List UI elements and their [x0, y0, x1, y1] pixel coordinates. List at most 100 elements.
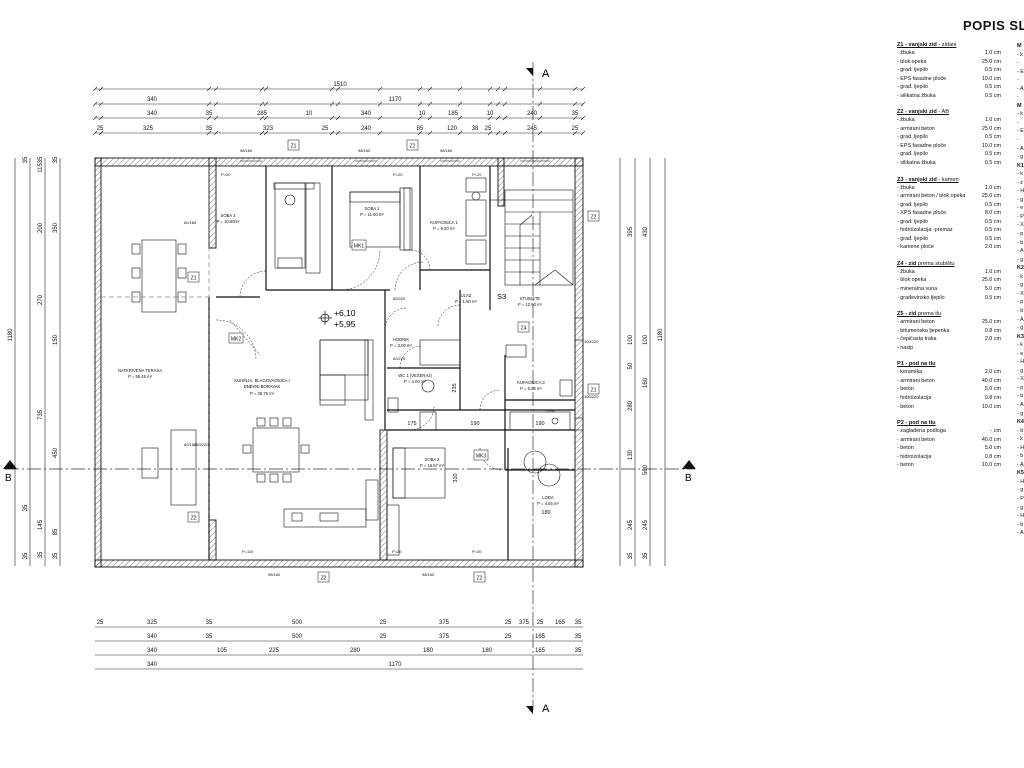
dim-text: 25 [97, 126, 104, 132]
left-dimension-text: 1180 115 200 270 735 145 35 350 150 450 … [8, 156, 59, 559]
legend-block-heading: P2 - pod na tlu [897, 420, 1001, 426]
material-thickness: 40.0 cm [981, 377, 1001, 384]
legend-block-heading: Z5 - zid prema tlu [897, 311, 1001, 317]
legend-stub: K1 [1017, 162, 1024, 169]
dim-text: 245 [643, 519, 649, 530]
legend-stub: - [1017, 119, 1019, 126]
door-tag: P=20 [221, 172, 231, 177]
room-area: P = 12.50 m² [518, 302, 543, 307]
material-thickness: 0.5 cm [984, 294, 1001, 301]
material-thickness: 5.0 cm [984, 286, 1001, 293]
legend-stub: - [1017, 60, 1019, 67]
dim-text: 350 [53, 222, 59, 233]
dim-text: 190 [535, 421, 544, 427]
tag: MK3 [476, 454, 487, 460]
material-thickness: 0.5 cm [984, 201, 1001, 208]
legend-block-p2: P2 - pod na tlu - zaglađena podloga- cm-… [897, 420, 1001, 470]
dim-text: 325 [143, 126, 154, 132]
material-name: - EPS fasadne ploče [897, 75, 947, 82]
material-thickness: 1.0 cm [984, 117, 1001, 124]
material-thickness: 0.5 cm [984, 92, 1001, 99]
material-thickness: 0.5 cm [984, 218, 1001, 225]
dim-text: 35 [572, 111, 579, 117]
legend-stub: - E [1017, 68, 1024, 75]
legend-stub: - X [1017, 222, 1024, 229]
dim-text: 340 [361, 111, 372, 117]
material-thickness: 25.0 cm [981, 58, 1001, 65]
window-tag: 100/220 [584, 339, 599, 344]
material-name: - armirani beton [897, 377, 935, 384]
material-thickness: 0.5 cm [984, 151, 1001, 158]
dim-text: 35 [38, 551, 44, 558]
material-name: - čepičasta traka [897, 336, 937, 343]
door-tag: P=20 [392, 549, 402, 554]
material-thickness: 10.0 cm [981, 403, 1001, 410]
window-tag: 98/160 [358, 148, 371, 153]
material-name: - građ. ljepilo [897, 201, 928, 208]
material-name: - žbuka [897, 50, 915, 56]
dim-text: 25 [97, 620, 104, 626]
windows [240, 157, 583, 561]
material-thickness: 0.5 cm [984, 160, 1001, 167]
material-name: - armirani beton [897, 436, 935, 443]
top-dimension-text: 1510 340 1170 340 35 285 10 340 10 185 1… [97, 82, 579, 132]
material-name: - beton [897, 403, 914, 410]
top-dimension-lines [92, 86, 586, 136]
window-tag: 100/220 [584, 394, 599, 399]
legend-stub: - b [1017, 393, 1024, 400]
dim-text: 35 [575, 634, 582, 640]
dim-text: 235 [452, 383, 458, 392]
legend-stub: - g [1017, 367, 1024, 374]
legend-code: P2 [897, 420, 904, 427]
room-name: KUHINJA, BLAGOVAONICA I [234, 378, 289, 383]
dim-text: 35 [206, 634, 213, 640]
kuhinja-name-line2: DNEVNI BORAVAK [244, 384, 281, 389]
material-name: - armirani beton [897, 319, 935, 326]
dim-text: 340 [147, 97, 158, 103]
legend-stub: - e [1017, 205, 1024, 212]
material-name: - građ. ljepilo [897, 134, 928, 141]
room-area: P = 3.00 m² [390, 343, 412, 348]
legend-stub: - k [1017, 342, 1023, 349]
legend-block-heading: Z3 - vanjski zid - kamen [897, 177, 1001, 183]
material-thickness: 5.0 cm [984, 445, 1001, 452]
dim-text: 100 [628, 334, 634, 345]
material-name: - zaglađena podloga [897, 428, 946, 435]
legend-separator: - [903, 311, 909, 318]
room-name: LOĐA [542, 495, 554, 500]
material-name: - armirani beton [897, 125, 935, 132]
legend-stub: - P [1017, 213, 1024, 220]
legend-stub: - A [1017, 461, 1024, 468]
legend-separator: - [903, 361, 909, 368]
legend-stub: - X [1017, 376, 1024, 383]
door-swings [215, 249, 503, 471]
dim-text: 240 [361, 126, 372, 132]
material-name: - bitumenska ljepenka [897, 327, 950, 334]
opening-tags: P=20 P=20 P=20 P=110 P=20 P=20 98/160 98… [184, 148, 599, 577]
dim-text: 35 [628, 552, 634, 559]
bottom-dimension-lines [95, 626, 583, 670]
dim-text: 25 [572, 126, 579, 132]
material-thickness: 2.0 cm [984, 336, 1001, 343]
dim-text: 38 [472, 126, 479, 132]
material-thickness: 8.0 cm [984, 210, 1001, 217]
window-tag: 70/90 [545, 408, 556, 413]
material-name: - građ. ljepilo [897, 235, 928, 242]
room-name: STUBIŠTE [520, 296, 541, 301]
legend-stub: - E [1017, 128, 1024, 135]
legend-desc: pod na tlu [908, 420, 936, 427]
legend-stub: K2 [1017, 265, 1024, 272]
